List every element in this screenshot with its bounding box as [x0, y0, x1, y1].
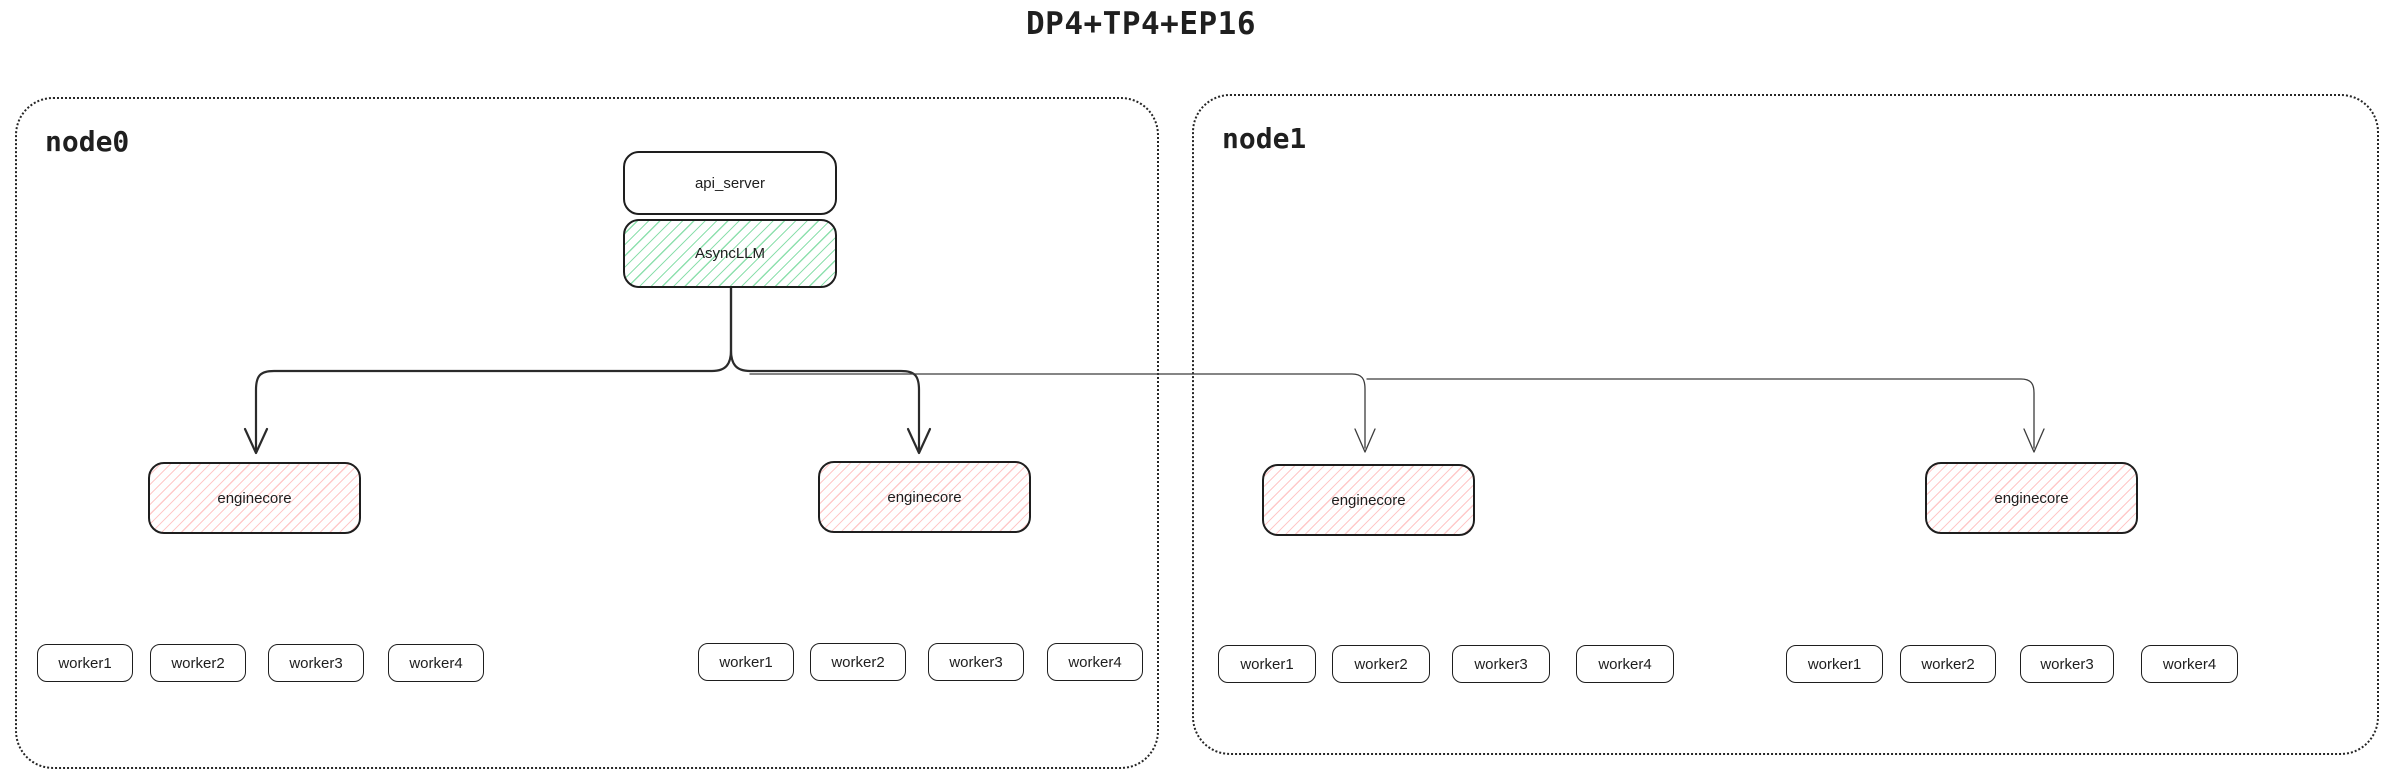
node1-group2-worker3: worker3 — [2020, 645, 2114, 683]
enginecore4-box: enginecore — [1925, 462, 2138, 534]
node0-group1-worker1: worker1 — [37, 644, 133, 682]
node1-group2-worker4: worker4 — [2141, 645, 2238, 683]
node1-group1-worker2: worker2 — [1332, 645, 1430, 683]
node0-group2-worker3: worker3 — [928, 643, 1024, 681]
node1-group1-worker1: worker1 — [1218, 645, 1316, 683]
node0-group1-worker4: worker4 — [388, 644, 484, 682]
node1-label: node1 — [1222, 122, 1307, 155]
node1-group1-worker4: worker4 — [1576, 645, 1674, 683]
diagram-title: DP4+TP4+EP16 — [1026, 6, 1256, 42]
enginecore2-box: enginecore — [818, 461, 1031, 533]
asyncllm-box: AsyncLLM — [623, 219, 837, 288]
node1-group2-worker1: worker1 — [1786, 645, 1883, 683]
enginecore1-box: enginecore — [148, 462, 361, 534]
node0-group2-worker2: worker2 — [810, 643, 906, 681]
node1-group1-worker3: worker3 — [1452, 645, 1550, 683]
node0-group2-worker4: worker4 — [1047, 643, 1143, 681]
node0-group2-worker1: worker1 — [698, 643, 794, 681]
api-server-box: api_server — [623, 151, 837, 215]
node0-label: node0 — [45, 125, 130, 158]
node1-group2-worker2: worker2 — [1900, 645, 1996, 683]
node0-group1-worker2: worker2 — [150, 644, 246, 682]
enginecore3-box: enginecore — [1262, 464, 1475, 536]
node0-group1-worker3: worker3 — [268, 644, 364, 682]
